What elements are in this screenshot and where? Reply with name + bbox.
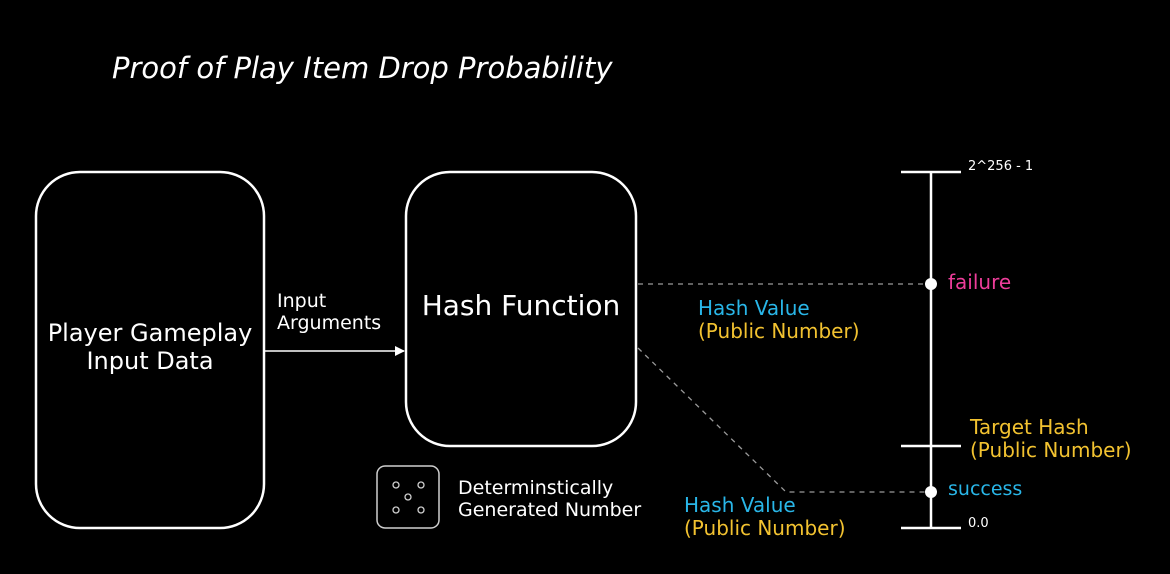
player-box-label-line2: Input Data (86, 346, 214, 375)
success-label: success (948, 478, 1023, 500)
dice-icon (376, 465, 440, 529)
failure-point (925, 278, 937, 290)
hash-value-top-label: Hash Value (Public Number) (698, 297, 860, 343)
hash-box-label: Hash Function (421, 289, 621, 322)
target-hash-line1: Target Hash (970, 415, 1089, 439)
hash-value-top-line1: Hash Value (698, 296, 810, 320)
success-point (925, 486, 937, 498)
failure-label: failure (948, 270, 1012, 294)
legend-label-line1: Determinstically (458, 477, 614, 499)
success-dashed-line (637, 347, 928, 493)
hash-value-bottom-line2: (Public Number) (684, 516, 846, 540)
hash-value-bottom-line1: Hash Value (684, 493, 796, 517)
arrow-label-line2: Arguments (277, 311, 382, 334)
scale-min-label: 0.0 (968, 516, 989, 531)
target-hash-line2: (Public Number) (970, 438, 1132, 462)
player-input-box (34, 170, 266, 530)
hash-value-top-line2: (Public Number) (698, 319, 860, 343)
legend-label: Determinstically Generated Number (458, 477, 642, 522)
hash-value-bottom-label: Hash Value (Public Number) (684, 494, 846, 540)
player-box-label: Player Gameplay Input Data (36, 319, 264, 375)
arrow-label: Input Arguments (277, 290, 382, 335)
player-box-label-line1: Player Gameplay (47, 319, 253, 347)
hash-function-box (404, 170, 638, 448)
arrow-label-line1: Input (277, 290, 327, 312)
diagram-title: Proof of Play Item Drop Probability (112, 51, 613, 85)
target-hash-label: Target Hash (Public Number) (970, 416, 1132, 462)
scale-max-label: 2^256 - 1 (968, 159, 1034, 174)
legend-label-line2: Generated Number (458, 498, 642, 521)
